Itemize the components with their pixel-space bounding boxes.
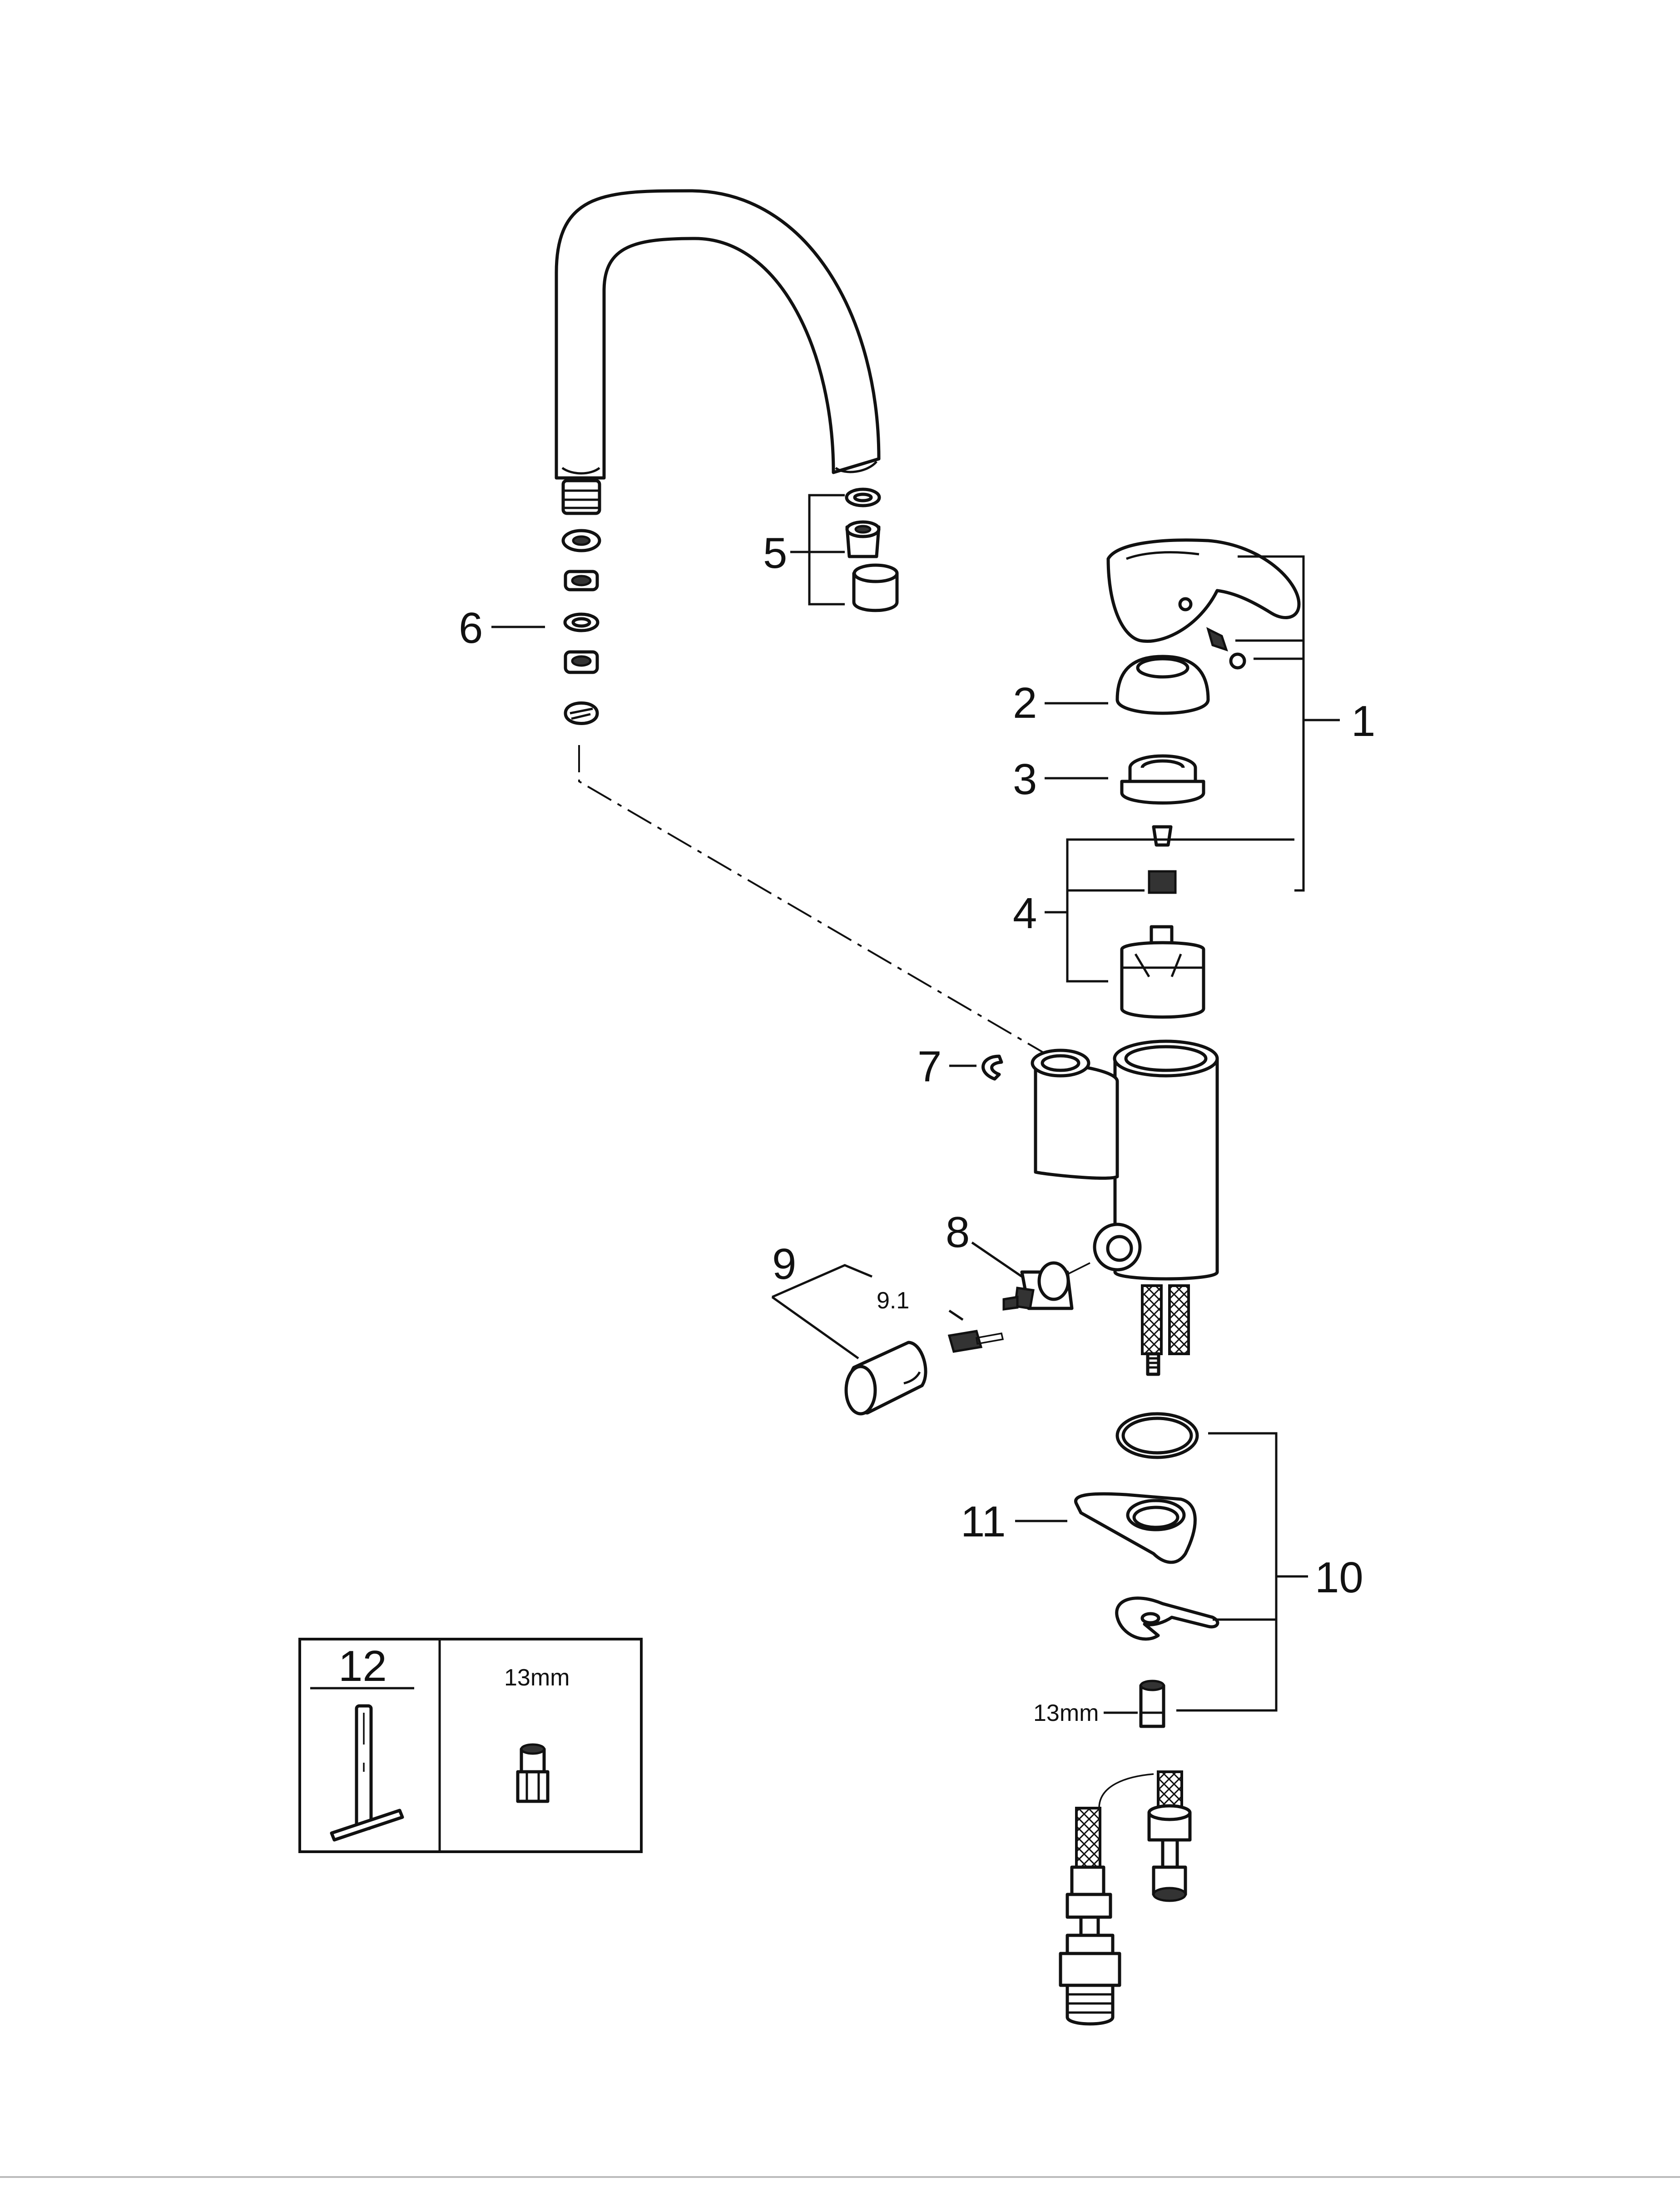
callout-13mm: 13mm xyxy=(1033,1700,1099,1726)
cover-rosette xyxy=(1115,655,1210,715)
support-plate xyxy=(1074,1492,1197,1564)
lever-handle xyxy=(1106,538,1301,670)
spout xyxy=(555,189,881,480)
callout-7: 7 xyxy=(917,1042,942,1091)
callout-8: 8 xyxy=(946,1208,970,1257)
callout-1: 1 xyxy=(1351,697,1375,746)
diverter-valve xyxy=(1002,1261,1090,1311)
callout-9: 9 xyxy=(772,1240,796,1288)
mounting-set xyxy=(1115,1412,1219,1728)
callout-2: 2 xyxy=(1013,679,1037,727)
callout-11: 11 xyxy=(961,1497,1006,1546)
aerator-set xyxy=(845,487,899,612)
cartridge-nut xyxy=(1120,754,1205,805)
tool-box-size-label: 13mm xyxy=(504,1665,570,1691)
callout-5: 5 xyxy=(763,529,787,577)
assembly-guide-line xyxy=(578,745,1055,1077)
callout-9-1: 9.1 xyxy=(877,1287,909,1314)
retaining-clip xyxy=(981,1054,1003,1081)
callout-4: 4 xyxy=(1013,889,1037,938)
tool-box-number: 12 xyxy=(338,1642,387,1690)
callout-3: 3 xyxy=(1013,755,1037,804)
connection-hoses xyxy=(1059,1770,1192,2026)
tool-box xyxy=(298,1638,643,1853)
mixer-body xyxy=(1031,1039,1219,1376)
callout-10: 10 xyxy=(1315,1553,1363,1602)
diverter-knob xyxy=(844,1330,1004,1416)
cartridge-set xyxy=(1120,825,1205,1019)
callout-6: 6 xyxy=(459,604,483,652)
spout-fittings-stack xyxy=(561,479,601,725)
